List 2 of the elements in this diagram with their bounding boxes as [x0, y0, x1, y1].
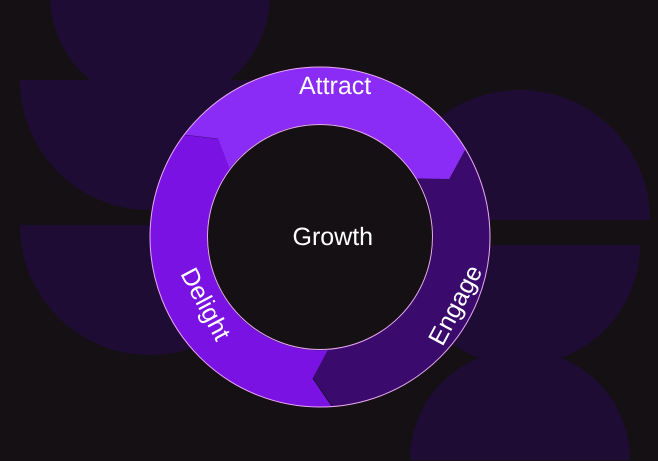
segment-label: Attract	[298, 72, 372, 102]
center-label: Growth	[292, 222, 374, 252]
